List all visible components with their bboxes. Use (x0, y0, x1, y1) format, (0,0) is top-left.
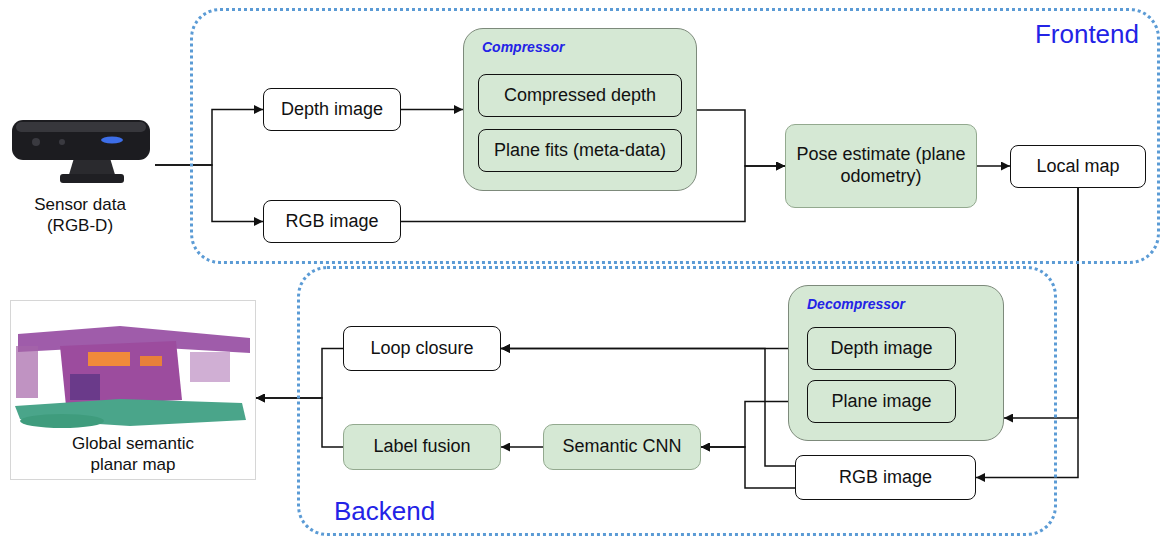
camera-highlight (16, 122, 146, 132)
node-label: Semantic CNN (562, 436, 681, 458)
camera-base (60, 174, 124, 183)
camera-lens (59, 139, 65, 145)
node-label: Label fusion (373, 436, 470, 458)
node-label: Pose estimate (plane odometry) (794, 144, 968, 187)
data-box: Depth image (807, 327, 956, 370)
cloud-object (60, 341, 182, 406)
cloud-object (70, 374, 100, 400)
flow-arrow (1004, 188, 1078, 418)
flow-arrow (501, 446, 543, 448)
node-label: Loop closure (370, 338, 473, 360)
flow-arrow (155, 110, 263, 166)
node-label: RGB image (285, 211, 378, 233)
node-label: Local map (1036, 156, 1119, 178)
region-band: Backend DecompressorDepth imagePlane imag… (297, 266, 1057, 536)
flow-arrow (155, 165, 263, 222)
process-box: RGB image (263, 200, 401, 243)
region-band: FrontendDepth imageRGB imageCompressorCo… (190, 8, 1160, 264)
node-label: Depth image (830, 338, 932, 360)
data-box: Compressed depth (478, 74, 682, 117)
region-title: Backend (334, 496, 435, 527)
camera-lens (32, 138, 40, 146)
group-title: Decompressor (807, 296, 905, 313)
node-label: RGB image (839, 467, 932, 489)
connector-group (155, 110, 1078, 489)
point-cloud-map (15, 326, 250, 428)
module-group: DecompressorDepth imagePlane image (788, 285, 1004, 441)
flow-arrow (697, 110, 785, 166)
cloud-floor (20, 414, 104, 428)
node-label: Depth image (281, 99, 383, 121)
cloud-object (88, 352, 130, 366)
module-box: Label fusion (343, 424, 501, 470)
flow-arrow (701, 447, 795, 488)
data-box: Plane fits (meta-data) (478, 129, 682, 172)
module-box: Semantic CNN (543, 424, 701, 470)
module-box: Pose estimate (plane odometry) (785, 124, 977, 208)
flow-arrow (977, 165, 1010, 167)
data-box: Plane image (807, 380, 956, 423)
region-title: Frontend (1035, 19, 1139, 50)
cloud-object (190, 352, 230, 382)
sensor-node: Sensor data (RGB-D) (5, 108, 155, 240)
camera-light (101, 137, 123, 144)
module-group: CompressorCompressed depthPlane fits (me… (463, 28, 697, 191)
node-label: Plane fits (meta-data) (494, 140, 666, 162)
rgbd-camera (12, 120, 150, 183)
process-box: RGB image (795, 455, 976, 500)
node-label: Compressed depth (504, 85, 656, 107)
flow-arrow (401, 109, 463, 111)
cloud-object (140, 356, 162, 366)
process-box: Loop closure (343, 326, 501, 371)
group-title: Compressor (482, 39, 564, 56)
cloud-wall (16, 346, 38, 398)
node-label: Global semantic planar map (58, 434, 208, 475)
node-label: Sensor data (RGB-D) (18, 195, 143, 236)
map-frame: Global semantic planar map (10, 300, 256, 480)
node-label: Plane image (831, 391, 931, 413)
process-box: Local map (1010, 145, 1146, 188)
camera-body (12, 120, 150, 160)
process-box: Depth image (263, 88, 401, 131)
